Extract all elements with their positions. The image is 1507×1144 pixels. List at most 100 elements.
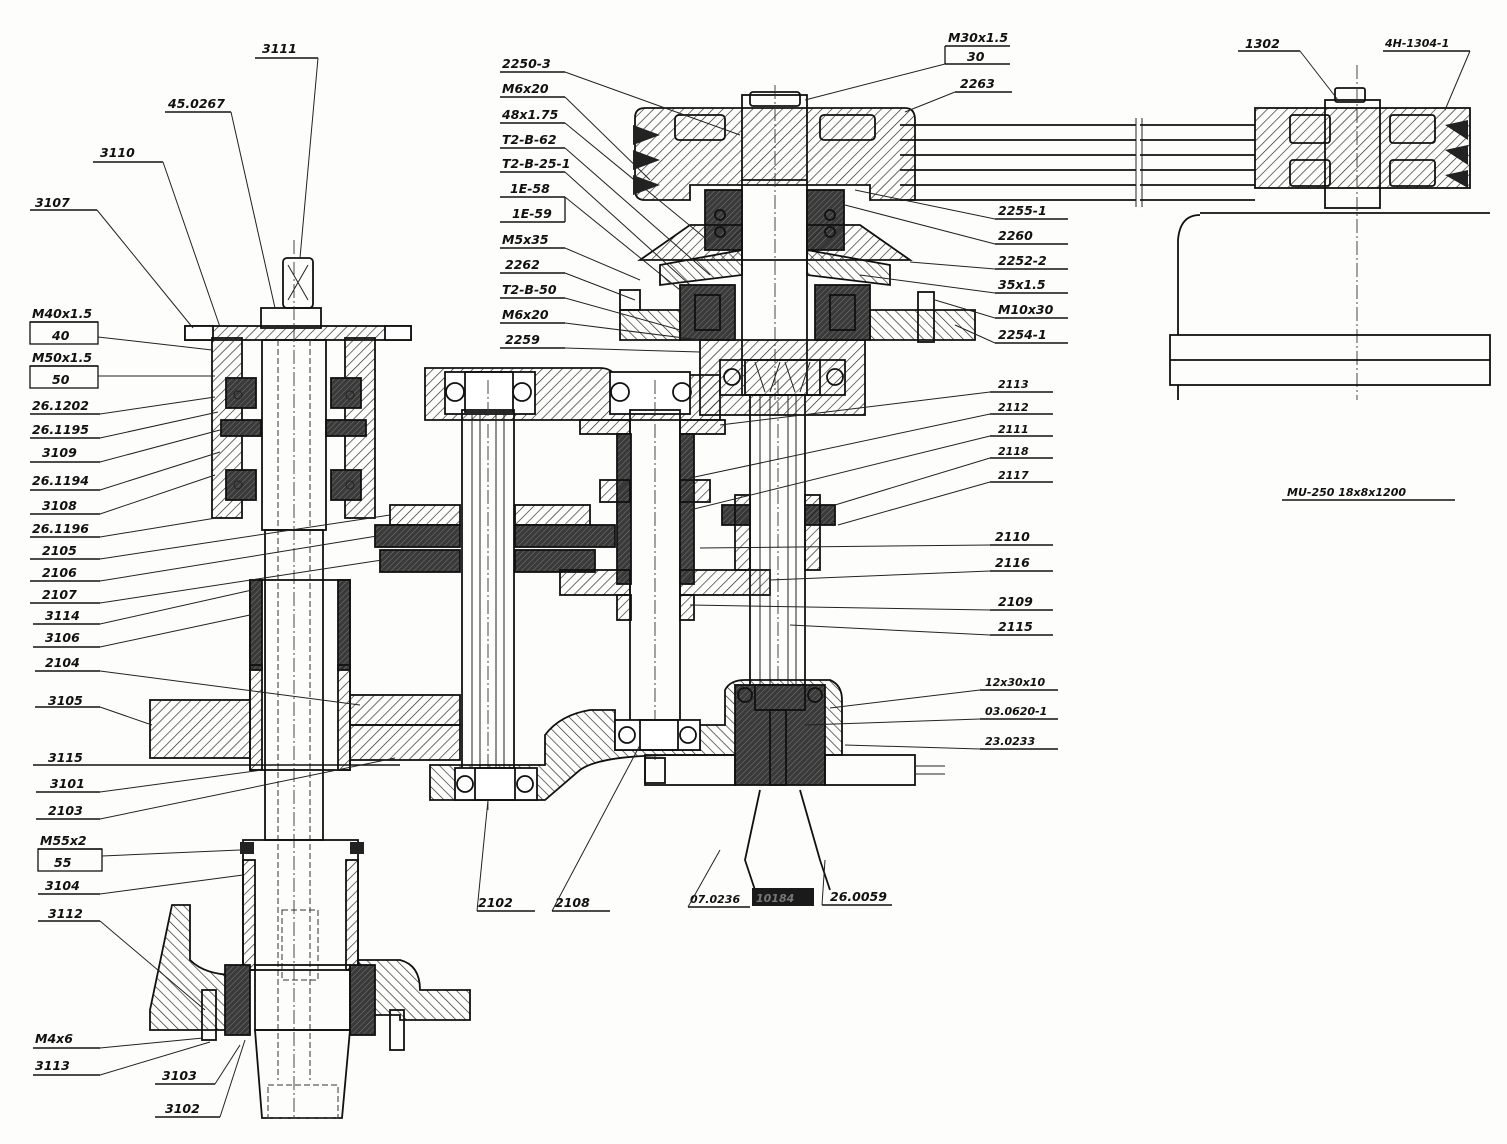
label-1302: 1302 bbox=[1245, 36, 1280, 51]
label-35x1-5: 35x1.5 bbox=[998, 277, 1046, 292]
arm-3105 bbox=[149, 699, 251, 759]
gear-2116 bbox=[559, 569, 631, 596]
right-middle-labels: 2113 2112 2111 2118 2117 2110 2116 2109 … bbox=[689, 378, 1058, 750]
left-column-labels: 26.1202 26.1195 3109 26.1194 3108 26.119… bbox=[30, 396, 400, 820]
spindle-bearing-block bbox=[254, 964, 351, 1031]
gearbox-assembly bbox=[374, 367, 945, 891]
label-3105: 3105 bbox=[48, 693, 83, 708]
label-12x30x10: 12x30x10 bbox=[985, 676, 1045, 689]
label-2109: 2109 bbox=[998, 594, 1033, 609]
base-bracket-right bbox=[356, 959, 471, 1021]
label-3109: 3109 bbox=[42, 445, 77, 460]
label-10184-bg bbox=[752, 888, 814, 906]
thread-size-55: 55 bbox=[54, 855, 72, 870]
part-labels: 3111 45.0267 3110 3107 M40x1.5 40 M50x1.… bbox=[29, 30, 1471, 1118]
label-2105: 2105 bbox=[42, 543, 77, 558]
mount-base bbox=[619, 309, 976, 341]
label-10184: 10184 bbox=[756, 892, 794, 905]
lower-sleeve-3104 bbox=[242, 839, 359, 971]
label-3107: 3107 bbox=[35, 195, 70, 210]
label-2117: 2117 bbox=[998, 469, 1029, 482]
label-3106: 3106 bbox=[45, 630, 80, 645]
label-26-1202: 26.1202 bbox=[32, 398, 89, 413]
label-3115: 3115 bbox=[48, 750, 83, 765]
label-4h-1304-1: 4H-1304-1 bbox=[1384, 37, 1449, 50]
left-spindle-assembly bbox=[149, 240, 471, 1120]
label-2103: 2103 bbox=[48, 803, 83, 818]
label-t2-b-50: T2-B-50 bbox=[502, 282, 557, 297]
label-45-0267: 45.0267 bbox=[167, 96, 225, 111]
motor-body bbox=[1177, 214, 1201, 335]
label-2260: 2260 bbox=[998, 228, 1033, 243]
label-m5x35: M5x35 bbox=[502, 232, 549, 247]
label-03-0620-1: 03.0620-1 bbox=[985, 705, 1047, 718]
label-2262: 2262 bbox=[505, 257, 540, 272]
thread-m50: M50x1.5 bbox=[32, 350, 92, 365]
label-2110: 2110 bbox=[995, 529, 1030, 544]
lower-pulley-housing bbox=[699, 339, 866, 416]
label-2118: 2118 bbox=[998, 445, 1029, 458]
label-2254-1: 2254-1 bbox=[998, 327, 1047, 342]
pulley-assembly bbox=[619, 85, 1255, 416]
label-3102: 3102 bbox=[165, 1101, 200, 1116]
motor-pulley-assembly bbox=[1169, 65, 1491, 400]
label-3110: 3110 bbox=[100, 145, 135, 160]
label-3111: 3111 bbox=[262, 41, 297, 56]
label-26-0059: 26.0059 bbox=[830, 889, 887, 904]
label-3104: 3104 bbox=[45, 878, 80, 893]
v-belts bbox=[900, 115, 1255, 210]
label-1e-58: 1E-58 bbox=[510, 181, 550, 196]
label-2263: 2263 bbox=[960, 76, 995, 91]
label-48x1-75: 48x1.75 bbox=[501, 107, 559, 122]
label-26-1194: 26.1194 bbox=[32, 473, 89, 488]
label-07-0236: 07.0236 bbox=[690, 893, 740, 906]
label-2259: 2259 bbox=[505, 332, 540, 347]
label-2108: 2108 bbox=[555, 895, 590, 910]
spindle-top-collar bbox=[260, 307, 322, 329]
coolant-funnel bbox=[744, 789, 831, 891]
label-2106: 2106 bbox=[42, 565, 77, 580]
label-t2-b-25-1: T2-B-25-1 bbox=[502, 156, 570, 171]
label-m6x20-b: M6x20 bbox=[502, 307, 549, 322]
label-3113: 3113 bbox=[35, 1058, 70, 1073]
gear-2105 bbox=[389, 504, 461, 526]
label-2115: 2115 bbox=[998, 619, 1033, 634]
label-2252-2: 2252-2 bbox=[998, 253, 1047, 268]
fitting-right bbox=[824, 754, 916, 786]
label-2250-3: 2250-3 bbox=[502, 56, 551, 71]
label-2255-1: 2255-1 bbox=[998, 203, 1047, 218]
label-2104: 2104 bbox=[45, 655, 80, 670]
label-2102: 2102 bbox=[478, 895, 513, 910]
base-bracket-left bbox=[149, 904, 236, 1031]
label-23-0233: 23.0233 bbox=[985, 735, 1035, 748]
label-m4x6: M4x6 bbox=[35, 1031, 73, 1046]
label-3108: 3108 bbox=[42, 498, 77, 513]
label-2111: 2111 bbox=[998, 423, 1029, 436]
label-t2-b-62: T2-B-62 bbox=[502, 132, 557, 147]
label-2107: 2107 bbox=[42, 587, 77, 602]
thread-m40: M40x1.5 bbox=[32, 306, 92, 321]
label-3103: 3103 bbox=[162, 1068, 197, 1083]
thread-m30: M30x1.5 bbox=[948, 30, 1008, 45]
label-2113: 2113 bbox=[998, 378, 1029, 391]
label-2112: 2112 bbox=[998, 401, 1029, 414]
arm-right bbox=[349, 694, 461, 726]
label-m10x30: M10x30 bbox=[998, 302, 1054, 317]
thread-size-50: 50 bbox=[52, 372, 70, 387]
shaft-2115 bbox=[749, 394, 806, 686]
thread-size-40: 40 bbox=[51, 328, 70, 343]
top-center-labels: 2250-3 M6x20 48x1.75 T2-B-62 T2-B-25-1 1… bbox=[500, 56, 741, 353]
belt-spec-note: MU-250 18x8x1200 bbox=[1287, 486, 1406, 499]
gear-2107 bbox=[379, 549, 461, 573]
label-26-1195: 26.1195 bbox=[32, 422, 89, 437]
motor-pulley bbox=[1254, 107, 1471, 189]
gear-2106 bbox=[374, 524, 461, 548]
label-m6x20-a: M6x20 bbox=[502, 81, 549, 96]
label-26-1196: 26.1196 bbox=[32, 521, 89, 536]
label-2116: 2116 bbox=[995, 555, 1030, 570]
thread-size-30: 30 bbox=[967, 49, 985, 64]
label-3101: 3101 bbox=[50, 776, 85, 791]
label-3112: 3112 bbox=[48, 906, 83, 921]
